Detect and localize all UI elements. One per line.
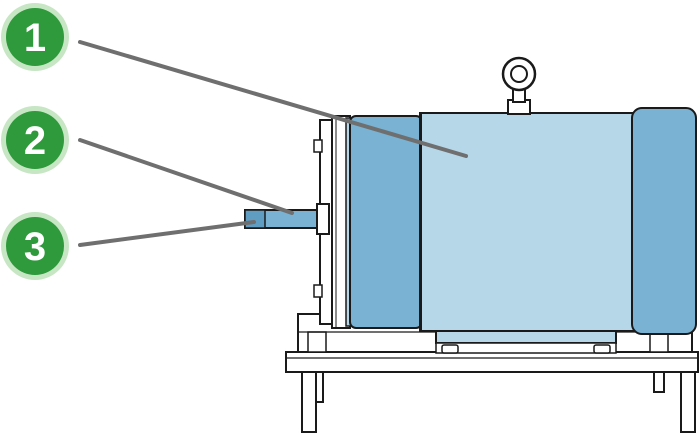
motor-shaft bbox=[244, 203, 330, 235]
leg-front-left bbox=[301, 371, 317, 433]
motor-housing bbox=[349, 107, 697, 335]
foot-bolt-right bbox=[593, 344, 611, 354]
leg-front-right bbox=[680, 371, 696, 433]
callout-badge-1: 1 bbox=[1, 3, 69, 71]
callout-number-2: 2 bbox=[24, 119, 46, 163]
leader-line-2 bbox=[78, 138, 294, 215]
stator-body bbox=[419, 112, 635, 332]
end-bell-right bbox=[631, 107, 697, 335]
frame-rail bbox=[285, 351, 699, 373]
leader-line-3 bbox=[78, 220, 256, 247]
foot-bolt-left bbox=[441, 344, 459, 354]
callout-badge-2: 2 bbox=[1, 106, 69, 174]
lifting-eye-bolt bbox=[501, 56, 537, 115]
leader-line-1 bbox=[78, 40, 468, 158]
end-bell-left bbox=[349, 115, 423, 329]
callout-badge-3: 3 bbox=[1, 212, 69, 280]
callout-number-1: 1 bbox=[24, 16, 46, 60]
base-frame bbox=[285, 351, 699, 433]
callout-number-3: 3 bbox=[24, 225, 46, 269]
leader-lines bbox=[78, 40, 468, 247]
